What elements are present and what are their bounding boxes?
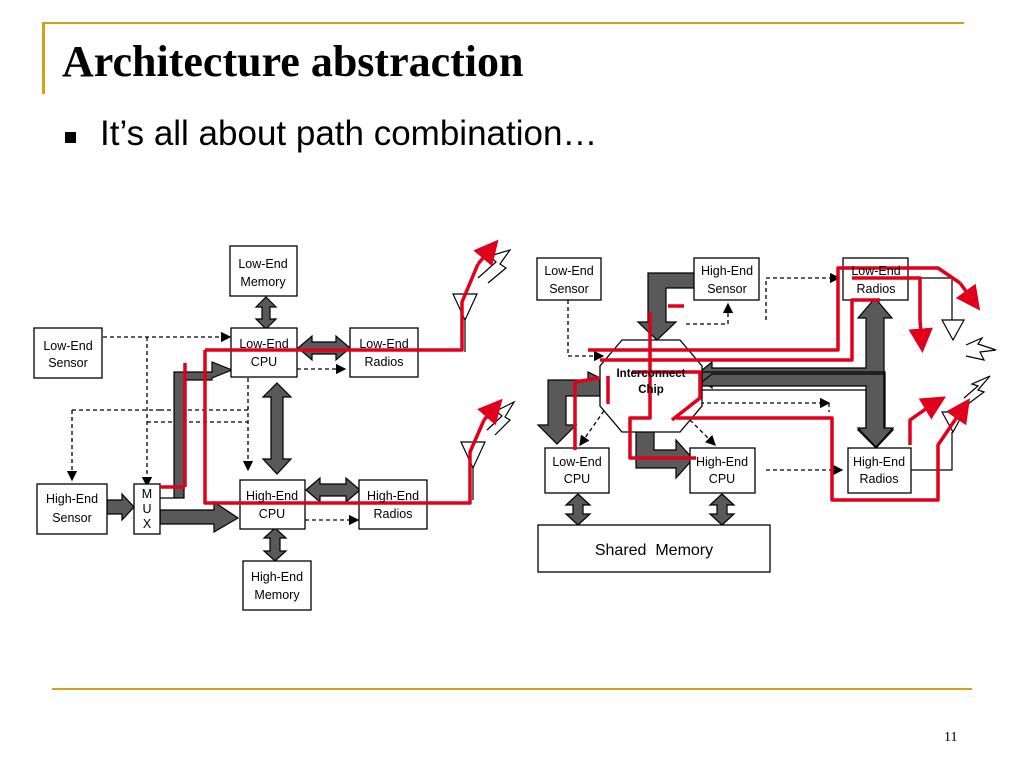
rt-high-end-cpu-label: High-End — [696, 455, 748, 469]
high-end-radios-label: Radios — [374, 507, 413, 521]
high-end-cpu-label: High-End — [246, 489, 298, 503]
high-end-cpu-label: CPU — [259, 507, 285, 521]
mux-label: U — [142, 502, 151, 516]
mux-label: M — [142, 487, 152, 501]
lightning-icon — [965, 336, 997, 361]
high-end-sensor-label: High-End — [46, 492, 98, 506]
lightning-icon — [963, 375, 991, 405]
rt-high-end-cpu-label: CPU — [709, 472, 735, 486]
low-end-memory-label: Low-End — [238, 257, 287, 271]
rt-high-end-radios-label: Radios — [860, 472, 899, 486]
bullet-text: It’s all about path combination… — [100, 114, 598, 153]
title-accent-bar — [42, 22, 45, 94]
rt-high-end-sensor-label: High-End — [701, 264, 753, 278]
right-diagram: Low-End Sensor High-End Sensor Low-End R… — [536, 257, 997, 573]
rt-low-end-radios-label: Low-End — [851, 264, 900, 278]
low-end-cpu-label: CPU — [251, 355, 277, 369]
rt-low-end-cpu-label: CPU — [564, 472, 590, 486]
high-end-sensor-label: Sensor — [52, 511, 92, 525]
low-end-radios-label: Low-End — [359, 337, 408, 351]
low-end-sensor-label: Sensor — [48, 356, 88, 370]
rt-low-end-sensor-label: Low-End — [544, 264, 593, 278]
rt-high-end-sensor-label: Sensor — [707, 282, 747, 296]
interconnect-label: Chip — [638, 384, 664, 396]
shared-memory-label: Shared Memory — [595, 542, 713, 559]
low-end-radios-label: Radios — [365, 355, 404, 369]
slide-title: Architecture abstraction — [62, 37, 524, 86]
lightning-icon — [477, 248, 512, 284]
interconnect-label: Interconnect — [616, 368, 685, 380]
footer-rule — [52, 688, 972, 690]
rt-low-end-radios-label: Radios — [857, 282, 896, 296]
low-end-cpu-label: Low-End — [239, 337, 288, 351]
low-end-sensor-label: Low-End — [43, 339, 92, 353]
low-end-memory-label: Memory — [240, 275, 286, 289]
high-end-memory-label: High-End — [251, 570, 303, 584]
high-end-memory-label: Memory — [254, 588, 300, 602]
page-number: 11 — [944, 730, 958, 745]
high-end-radios-label: High-End — [367, 489, 419, 503]
lightning-icon — [486, 400, 516, 436]
title-rule — [42, 22, 964, 24]
left-diagram: Low-End Memory Low-End Sensor Low-End CP… — [33, 239, 516, 611]
mux-label: X — [143, 517, 152, 531]
bullet-square-icon — [65, 132, 76, 143]
rt-high-end-radios-label: High-End — [853, 455, 905, 469]
rt-low-end-cpu-label: Low-End — [552, 455, 601, 469]
rt-low-end-sensor-label: Sensor — [549, 282, 589, 296]
